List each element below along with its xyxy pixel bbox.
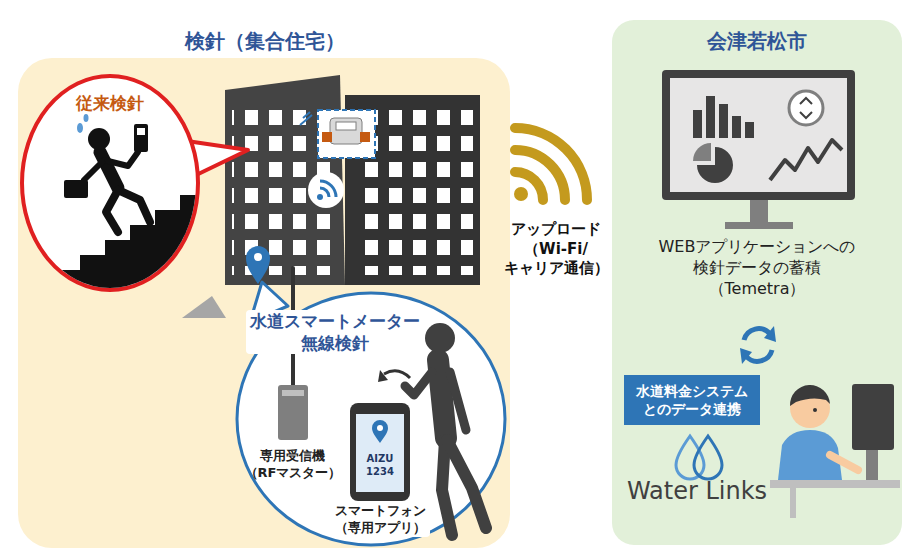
- system-label: WEBアプリケーションへの 検針データの蓄積 （Temetra）: [659, 237, 856, 299]
- city-office-illustration-part: [732, 116, 741, 138]
- city-office-illustration-part: [778, 430, 842, 480]
- device-label: 専用受信機 （RFマスター）: [245, 448, 342, 482]
- city-office-illustration-part: [764, 326, 776, 342]
- city-office-illustration-part: [866, 450, 878, 480]
- city-office-illustration-part: [694, 436, 722, 479]
- wireless-reading-callout-part: [447, 440, 486, 528]
- callout-circle: 従来検針: [22, 76, 198, 290]
- wireless-reading-callout-part: [282, 390, 304, 396]
- city-office-illustration-part: [790, 388, 830, 428]
- apartment-illustration-part: [317, 194, 323, 200]
- manual-reading-callout-part: [100, 152, 118, 188]
- manual-reading-callout-part: [64, 180, 88, 198]
- wireless-reading-callout-part: [450, 372, 466, 430]
- city-office-illustration-part: [745, 122, 754, 138]
- wireless-reading-callout-part: [377, 425, 383, 431]
- city-office-illustration-part: [750, 200, 768, 222]
- manual-reading-callout-part: [50, 195, 205, 290]
- city-office-illustration-part: [830, 455, 858, 470]
- manual-reading-callout-part: [84, 152, 150, 232]
- callout-heading: 水道スマートメーター 無線検針: [246, 310, 424, 354]
- city-office-illustration-part: [746, 350, 772, 361]
- city-office-illustration-part: [852, 384, 894, 450]
- city-office-illustration-part: [744, 329, 770, 340]
- wireless-reading-callout-part: [350, 403, 410, 501]
- apartment-illustration-part: [225, 75, 345, 285]
- manual-reading-callout-part: [118, 190, 150, 222]
- city-office-illustration-part: [706, 96, 715, 138]
- city-office-illustration-part: [800, 98, 812, 118]
- apartment-illustration-part: [330, 118, 362, 144]
- city-office-illustration-part: [789, 91, 823, 125]
- manual-reading-callout-part: [104, 152, 138, 166]
- callout-heading: 従来検針: [76, 92, 144, 114]
- city-office-illustration-part: [740, 348, 752, 364]
- apartment-illustration-part: [182, 296, 226, 318]
- manual-reading-callout-part: [88, 128, 110, 150]
- upload-label: アップロード （Wi-Fi/ キャリア通信）: [500, 220, 612, 279]
- city-office-illustration-part: [693, 143, 711, 161]
- callout-circle: 水道スマートメーター 無線検針専用受信機 （RFマスター） AIZU 1234 スマ…: [237, 293, 505, 545]
- wireless-reading-callout-part: [384, 371, 410, 378]
- device-label: スマートフォン （専用アプリ）: [331, 503, 430, 537]
- screen-text: AIZU 1234: [366, 452, 394, 478]
- upload-wave-icon-part: [515, 150, 565, 200]
- wireless-reading-callout-part: [356, 414, 404, 492]
- apartment-illustration-part: [322, 132, 332, 142]
- manual-reading-callout-part: [77, 123, 83, 133]
- wireless-reading-callout-part: [278, 385, 308, 440]
- city-office-illustration-part: [725, 222, 793, 229]
- panel-heading: 検針（集合住宅）: [185, 28, 345, 54]
- apartment-illustration-part: [246, 246, 270, 284]
- apartment-illustration-part: [355, 105, 473, 275]
- apartment-illustration-part: [318, 110, 375, 158]
- wireless-reading-callout-part: [438, 360, 446, 438]
- wireless-reading-callout-part: [237, 293, 505, 545]
- city-office-illustration-part: [813, 408, 817, 412]
- apartment-illustration-part: [360, 132, 370, 142]
- city-office-illustration-part: [770, 480, 900, 488]
- city-office-illustration-part: [697, 147, 733, 183]
- city-office-illustration-part: [676, 436, 704, 479]
- upload-wave-icon-part: [515, 172, 543, 200]
- apartment-illustration-part: [232, 100, 332, 275]
- manual-reading-callout-part: [50, 195, 205, 290]
- manual-reading-callout-part: [106, 190, 118, 232]
- upload-wave-icon-part: [514, 187, 528, 201]
- reading-panel: 検針（集合住宅） 従来検針 水道スマートメーター 無線検針専用受信機 （RFマス…: [18, 58, 510, 548]
- apartment-illustration-part: [254, 253, 262, 261]
- city-panel: 会津若松市水道料金システム とのデータ連携 WEBアプリケーションへの 検針データ…: [612, 20, 902, 545]
- panel-heading: 会津若松市: [707, 28, 807, 54]
- city-office-illustration-part: [770, 140, 842, 180]
- city-office-illustration-part: [693, 110, 702, 138]
- manual-reading-callout-part: [137, 128, 145, 135]
- manual-reading-callout-part: [134, 124, 148, 152]
- city-office-illustration-part: [670, 78, 847, 192]
- manual-reading-callout-part: [180, 140, 248, 178]
- city-office-illustration-part: [790, 488, 796, 518]
- apartment-illustration-part: [320, 188, 329, 197]
- upload-wave-icon-part: [515, 128, 587, 200]
- apartment-illustration-part: [345, 95, 480, 285]
- manual-reading-callout-part: [22, 76, 198, 290]
- city-office-illustration-part: [790, 385, 830, 406]
- wireless-reading-callout-part: [378, 370, 388, 382]
- system-link-box: 水道料金システム とのデータ連携: [624, 375, 760, 425]
- box-label: 水道料金システム とのデータ連携: [636, 382, 748, 418]
- manual-reading-callout-part: [84, 162, 102, 180]
- wireless-reading-callout-part: [442, 440, 452, 535]
- logo-text: Water Links: [627, 476, 767, 507]
- wireless-reading-callout-part: [425, 323, 455, 353]
- apartment-illustration-part: [320, 181, 336, 197]
- apartment-illustration-part: [336, 122, 356, 130]
- manual-reading-callout-part: [84, 114, 89, 122]
- apartment-illustration-part: [308, 172, 344, 208]
- wireless-reading-callout-part: [372, 420, 388, 443]
- city-office-illustration-part: [719, 104, 728, 138]
- city-office-illustration-part: [662, 70, 855, 200]
- wireless-reading-callout-part: [405, 372, 432, 395]
- apartment-illustration-part: [300, 112, 312, 125]
